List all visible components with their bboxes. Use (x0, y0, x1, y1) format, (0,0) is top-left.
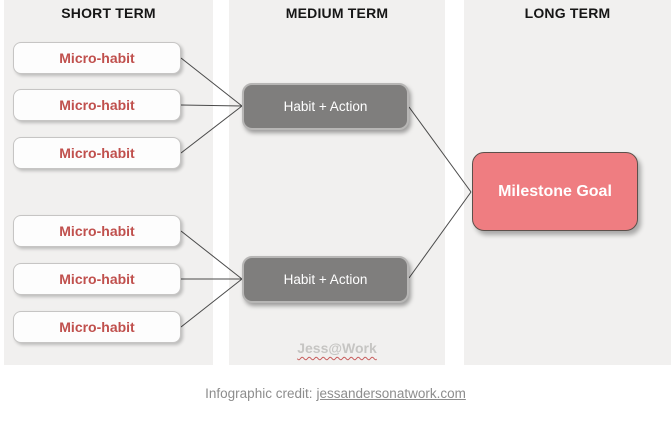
column-medium-term: MEDIUM TERM (229, 0, 445, 365)
habit-action-box: Habit + Action (242, 256, 409, 303)
long-term-heading: LONG TERM (524, 5, 611, 21)
short-term-heading: SHORT TERM (61, 5, 156, 21)
caption: Infographic credit:jessandersonatwork.co… (0, 386, 671, 401)
micro-habit-box: Micro-habit (13, 89, 181, 121)
milestone-goal-box: Milestone Goal (472, 152, 638, 231)
micro-habit-box: Micro-habit (13, 137, 181, 169)
caption-prefix: Infographic credit: (205, 386, 313, 401)
credit-link[interactable]: jessandersonatwork.com (316, 386, 466, 401)
micro-habit-box: Micro-habit (13, 311, 181, 343)
micro-habit-box: Micro-habit (13, 263, 181, 295)
habit-action-box: Habit + Action (242, 83, 409, 130)
micro-habit-box: Micro-habit (13, 215, 181, 247)
micro-habit-box: Micro-habit (13, 42, 181, 74)
watermark-text: Jess@Work (297, 340, 377, 356)
watermark: Jess@Work (229, 340, 445, 356)
medium-term-heading: MEDIUM TERM (285, 5, 389, 21)
